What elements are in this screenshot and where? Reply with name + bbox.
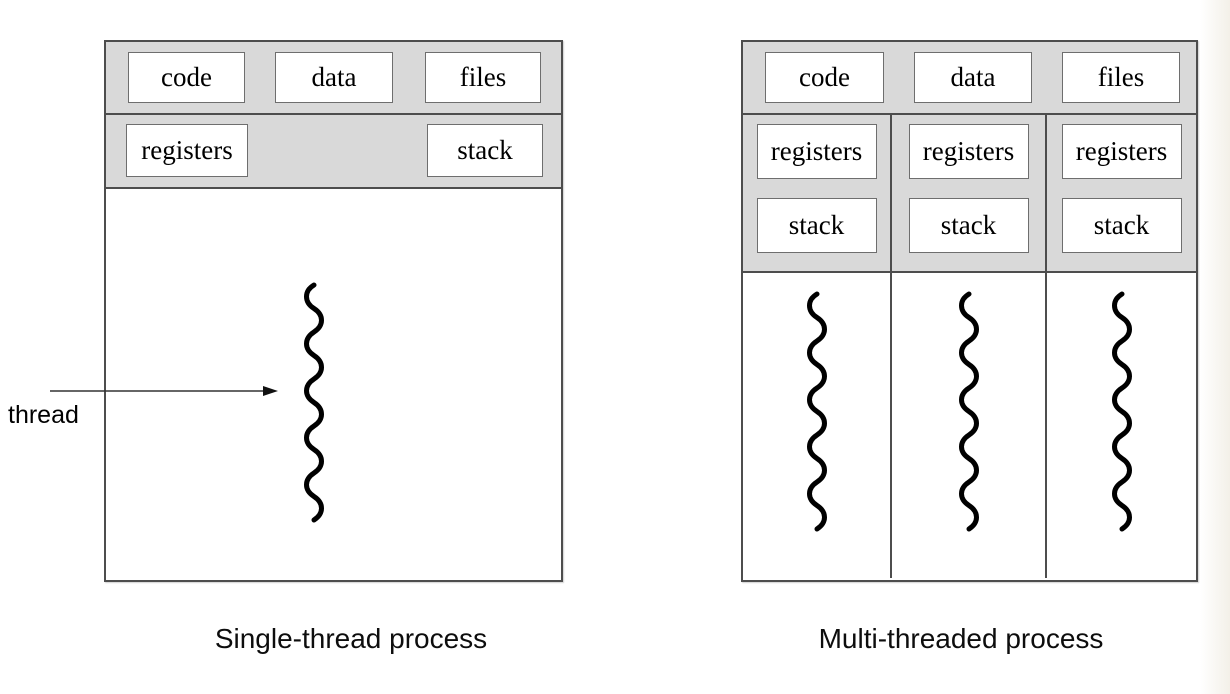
code-label: code: [161, 62, 212, 92]
single-thread-caption: Single-thread process: [214, 623, 488, 654]
multi-thread-caption: Multi-threaded process: [818, 623, 1104, 654]
stack-label: stack: [940, 210, 997, 240]
thread-squiggle-icon: [958, 291, 979, 532]
code-box: code: [765, 52, 884, 103]
files-label: files: [459, 62, 507, 92]
thread-area: [892, 273, 1045, 576]
data-label: data: [311, 62, 357, 92]
memory-band: code data files: [743, 42, 1196, 115]
memory-band: code data files: [106, 42, 561, 115]
thread-squiggle-icon: [1111, 291, 1132, 532]
files-box: files: [425, 52, 541, 103]
data-box: data: [914, 52, 1032, 103]
stack-box: stack: [908, 198, 1029, 253]
registers-label: registers: [141, 135, 233, 165]
context-band: registers stack: [106, 115, 561, 189]
thread-area: [743, 273, 890, 576]
stack-box: stack: [427, 124, 543, 177]
thread-columns: registers stack registers stack: [743, 115, 1196, 578]
registers-label: registers: [1075, 136, 1168, 166]
code-box: code: [128, 52, 245, 103]
thread-column-2: registers stack: [892, 115, 1047, 578]
thread-context-band: registers stack: [1047, 115, 1196, 273]
registers-box: registers: [756, 124, 877, 179]
multi-threaded-process-box: code data files registers stack: [741, 40, 1198, 582]
stack-label: stack: [1093, 210, 1150, 240]
thread-column-3: registers stack: [1047, 115, 1196, 578]
data-box: data: [275, 52, 393, 103]
thread-context-band: registers stack: [743, 115, 890, 273]
stack-box: stack: [1061, 198, 1182, 253]
stack-label: stack: [788, 210, 845, 240]
stack-box: stack: [756, 198, 877, 253]
data-label: data: [950, 62, 996, 92]
thread-context-band: registers stack: [892, 115, 1045, 273]
registers-label: registers: [922, 136, 1015, 166]
code-label: code: [799, 62, 850, 92]
registers-label: registers: [770, 136, 863, 166]
page-edge-tint: [1200, 0, 1230, 694]
thread-squiggle-icon: [304, 282, 324, 523]
registers-box: registers: [908, 124, 1029, 179]
thread-label: thread: [8, 401, 79, 429]
registers-box: registers: [126, 124, 248, 177]
thread-area: [1047, 273, 1196, 576]
registers-box: registers: [1061, 124, 1182, 179]
files-box: files: [1062, 52, 1180, 103]
single-thread-process-box: code data files registers stack: [104, 40, 563, 582]
thread-squiggle-icon: [806, 291, 827, 532]
stack-label: stack: [457, 135, 513, 165]
files-label: files: [1097, 62, 1145, 92]
thread-column-1: registers stack: [743, 115, 892, 578]
thread-arrow-icon: [50, 386, 278, 396]
